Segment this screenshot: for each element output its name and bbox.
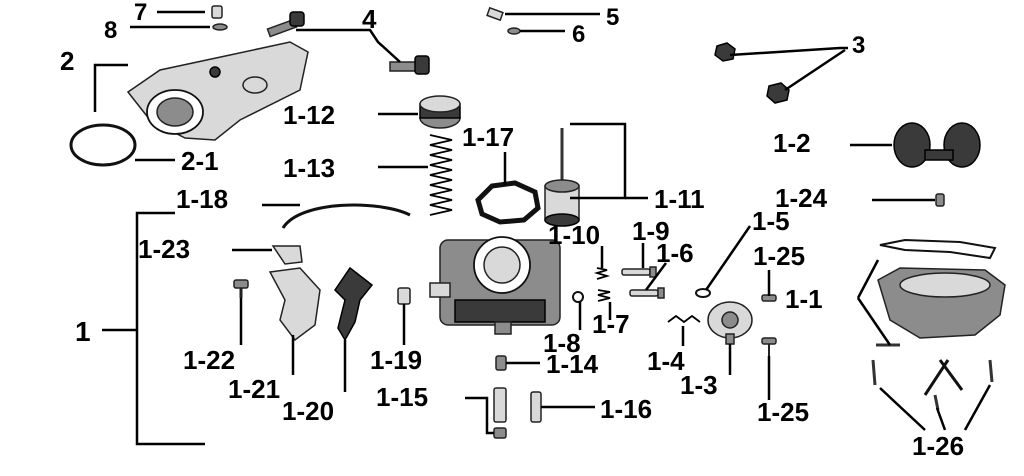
spring-small-part bbox=[597, 289, 611, 302]
callout-1-24: 1-24 bbox=[775, 183, 828, 213]
callout-4: 4 bbox=[362, 4, 377, 34]
callout-1-19: 1-19 bbox=[370, 345, 422, 375]
spring-clip-part bbox=[507, 27, 521, 35]
callout-1-11: 1-11 bbox=[654, 184, 705, 214]
throttle-cable-part bbox=[281, 203, 411, 229]
needle-jet-part bbox=[493, 387, 507, 439]
callout-1-3: 1-3 bbox=[680, 370, 718, 400]
callout-1-9: 1-9 bbox=[632, 216, 670, 246]
callout-1-13: 1-13 bbox=[283, 153, 335, 183]
nut-part bbox=[766, 82, 790, 104]
callout-1-18: 1-18 bbox=[176, 184, 228, 214]
callout-1-15: 1-15 bbox=[376, 382, 428, 412]
callout-1-25-upper: 1-25 bbox=[753, 241, 805, 271]
small-spring-part bbox=[593, 267, 611, 280]
callout-1-16: 1-16 bbox=[600, 394, 652, 424]
float-part bbox=[893, 122, 981, 168]
callout-1-6: 1-6 bbox=[656, 238, 694, 268]
spring-part bbox=[429, 134, 453, 216]
float-bowl-part bbox=[877, 267, 1006, 339]
callout-1-20: 1-20 bbox=[282, 396, 334, 426]
o-ring-part bbox=[69, 123, 137, 167]
cable-end-part bbox=[397, 287, 411, 305]
callout-1-21: 1-21 bbox=[228, 374, 280, 404]
bolt-part bbox=[266, 11, 305, 38]
callout-5: 5 bbox=[606, 4, 619, 31]
callout-1-17: 1-17 bbox=[462, 122, 514, 152]
diaphragm-cover-part bbox=[707, 301, 753, 345]
washer-part bbox=[572, 291, 584, 303]
cable-bracket-part bbox=[271, 245, 303, 265]
callout-1-8: 1-8 bbox=[543, 328, 581, 358]
carburetor-body-part bbox=[429, 236, 561, 335]
intake-manifold-part bbox=[126, 41, 309, 141]
screw-part bbox=[233, 279, 249, 298]
throttle-plate-part bbox=[268, 267, 321, 342]
adjust-screw-part bbox=[621, 266, 657, 278]
callout-1-2: 1-2 bbox=[773, 128, 811, 158]
nut-part bbox=[714, 42, 736, 62]
callout-1-7: 1-7 bbox=[592, 309, 630, 339]
bowl-screw-part bbox=[871, 343, 994, 411]
float-needle-part bbox=[935, 193, 945, 207]
callout-1: 1 bbox=[75, 316, 91, 347]
callout-1-23: 1-23 bbox=[138, 234, 190, 264]
idle-screw-part bbox=[629, 287, 665, 299]
callout-8: 8 bbox=[104, 17, 117, 44]
callout-1-26: 1-26 bbox=[912, 431, 964, 461]
pin-part bbox=[486, 6, 504, 22]
callout-1-4: 1-4 bbox=[647, 346, 685, 376]
main-jet-part bbox=[495, 355, 507, 371]
screw-part bbox=[761, 337, 777, 356]
throttle-lever-part bbox=[334, 266, 374, 342]
callout-2: 2 bbox=[60, 46, 74, 76]
callout-1-1: 1-1 bbox=[785, 284, 823, 314]
callout-7: 7 bbox=[134, 0, 147, 26]
gasket-part bbox=[475, 180, 541, 225]
callout-2-1: 2-1 bbox=[181, 146, 219, 176]
pilot-jet-part bbox=[530, 391, 542, 423]
callout-1-22: 1-22 bbox=[183, 345, 235, 375]
callout-1-12: 1-12 bbox=[283, 100, 335, 130]
callout-1-10: 1-10 bbox=[548, 220, 600, 250]
throttle-slide-part bbox=[544, 179, 580, 227]
callout-1-5: 1-5 bbox=[752, 206, 790, 236]
float-bowl-gasket-part bbox=[879, 238, 997, 260]
float-o-ring-part bbox=[695, 288, 711, 298]
diaphragm-spring-part bbox=[667, 314, 701, 324]
callout-1-14: 1-14 bbox=[546, 349, 599, 379]
callout-6: 6 bbox=[572, 21, 585, 48]
callout-1-25-lower: 1-25 bbox=[757, 397, 809, 427]
callout-3: 3 bbox=[852, 32, 865, 59]
clip-part bbox=[212, 23, 228, 31]
carburetor-top-cap-part bbox=[419, 95, 461, 129]
bolt-part bbox=[389, 55, 430, 75]
cap-part bbox=[211, 5, 223, 19]
